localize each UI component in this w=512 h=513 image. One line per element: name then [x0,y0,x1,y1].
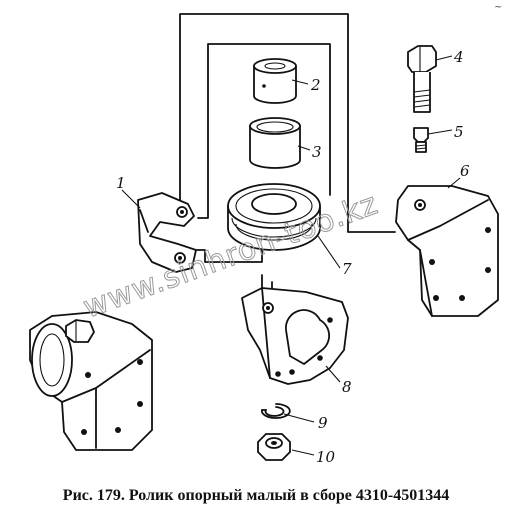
callout-8: 8 [342,378,352,396]
callout-9: 9 [318,414,328,432]
callout-3: 3 [312,143,322,161]
part-6-bracket [395,185,499,317]
part-2-sleeve [253,58,297,104]
leader-lines [121,55,461,456]
part-9-lock-washer [260,403,291,419]
callout-1: 1 [116,174,126,192]
figure-caption: Рис. 179. Ролик опорный малый в сборе 43… [63,487,449,504]
corner-mark: ~ [494,2,502,13]
part-3-bushing [249,117,301,169]
part-1-bracket [137,192,197,273]
assembled-view [29,311,153,451]
callout-10: 10 [316,448,336,466]
callout-5: 5 [454,123,464,141]
part-7-roller [227,183,321,251]
callout-2: 2 [310,76,321,94]
part-5-grease-fitting [413,127,429,153]
part-10-nut [257,433,291,461]
part-4-bolt [407,45,437,113]
callout-7: 7 [342,260,352,278]
part-8-bracket [241,287,349,385]
callout-6: 6 [460,162,470,180]
callout-4: 4 [453,48,464,66]
